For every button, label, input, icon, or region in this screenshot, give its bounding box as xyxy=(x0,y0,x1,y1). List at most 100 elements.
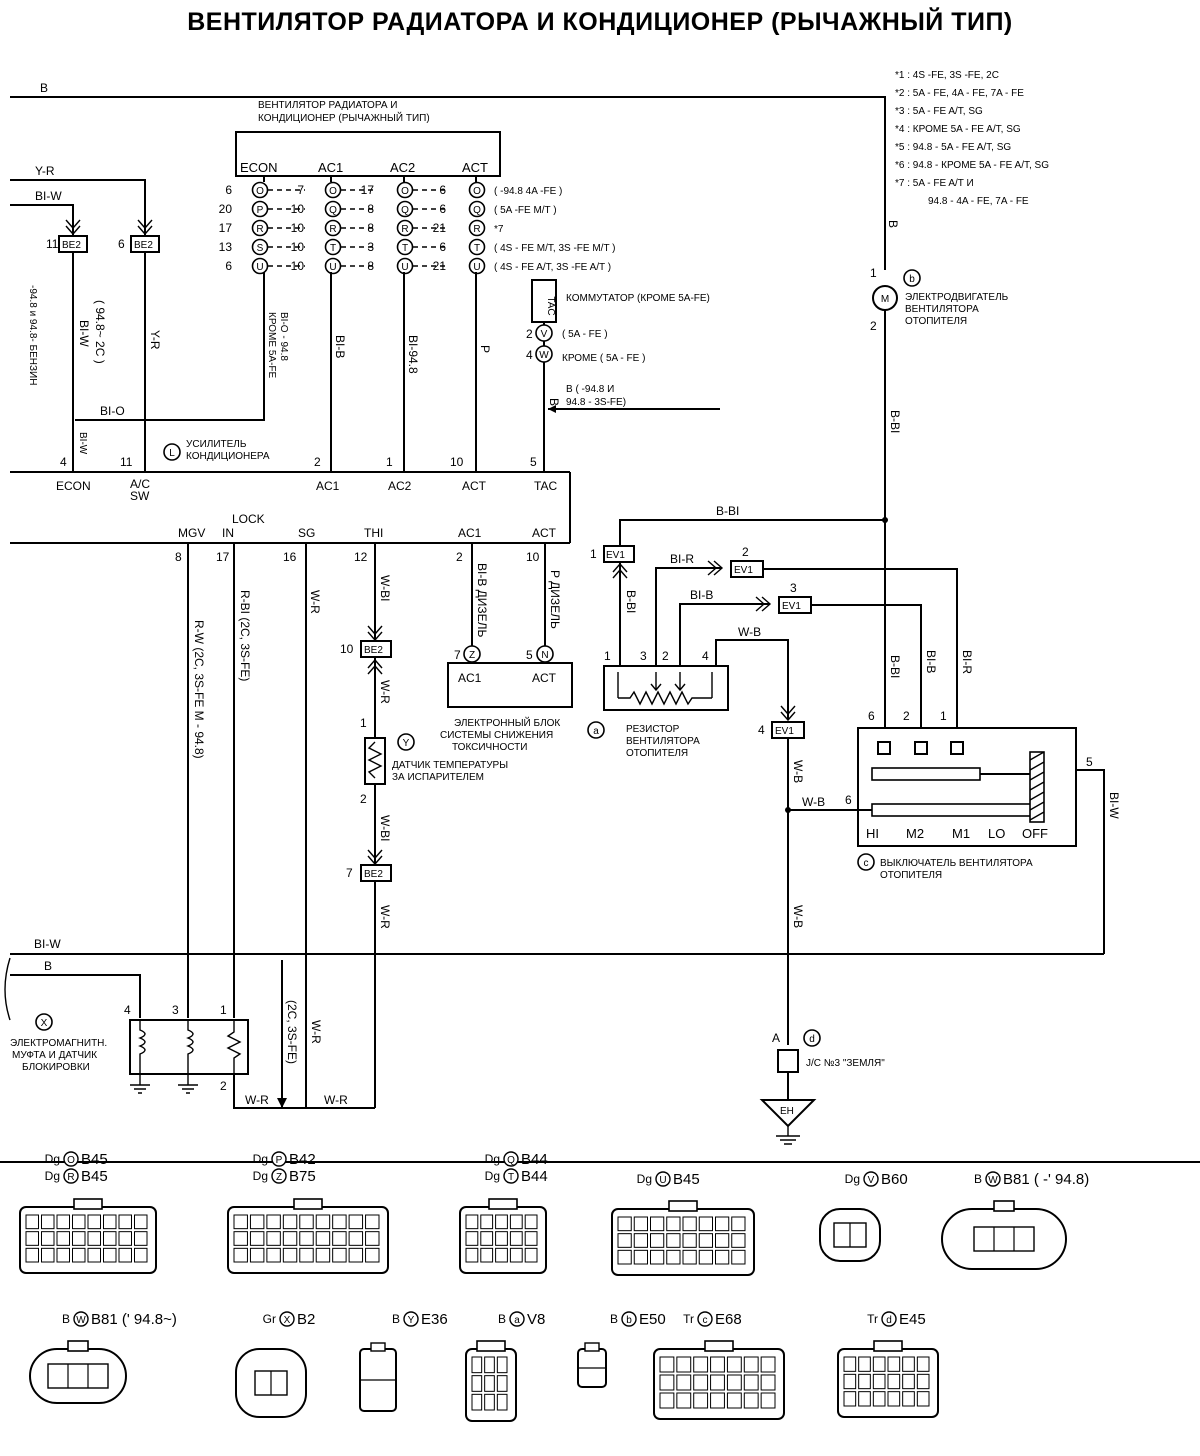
svg-text:10: 10 xyxy=(291,221,305,235)
svg-text:2: 2 xyxy=(220,1079,227,1093)
svg-text:7: 7 xyxy=(454,648,461,662)
svg-text:E68: E68 xyxy=(715,1311,742,1328)
svg-text:ECON: ECON xyxy=(240,160,278,175)
svg-text:MGV: MGV xyxy=(178,526,205,540)
svg-text:10: 10 xyxy=(291,240,305,254)
svg-text:BI-W: BI-W xyxy=(77,432,88,455)
svg-text:W-R: W-R xyxy=(378,905,392,929)
pin-table: ВЕНТИЛЯТОР РАДИАТОРА И КОНДИЦИОНЕР (РЫЧА… xyxy=(219,100,616,275)
svg-text:МУФТА И ДАТЧИК: МУФТА И ДАТЧИК xyxy=(12,1050,97,1061)
svg-text:BI-W: BI-W xyxy=(77,320,91,347)
svg-text:IN: IN xyxy=(222,526,234,540)
be2-connector-right: BE2 xyxy=(134,240,153,251)
svg-text:BI-94.8: BI-94.8 xyxy=(406,335,420,374)
amplifier-label: УСИЛИТЕЛЬ xyxy=(186,439,247,450)
svg-text:O: O xyxy=(401,186,409,197)
svg-text:10: 10 xyxy=(526,550,540,564)
svg-text:Dg: Dg xyxy=(485,1152,500,1166)
svg-text:6: 6 xyxy=(225,259,232,273)
svg-text:Q: Q xyxy=(507,1155,515,1166)
svg-text:17: 17 xyxy=(219,221,233,235)
svg-text:B ( -94.8 И: B ( -94.8 И xyxy=(566,384,614,395)
svg-text:c: c xyxy=(703,1315,708,1326)
svg-text:4: 4 xyxy=(758,723,765,737)
svg-text:1: 1 xyxy=(870,266,877,280)
svg-text:L: L xyxy=(169,448,175,459)
blower-switch: B-BI BI-B BI-R 6 2 1 HI M2 M1 LO OFF W-B… xyxy=(763,568,1121,954)
svg-text:B45: B45 xyxy=(673,1171,700,1188)
svg-text:U: U xyxy=(659,1175,666,1186)
svg-text:U: U xyxy=(329,262,336,273)
svg-text:BI-O: BI-O xyxy=(100,404,125,418)
svg-text:X: X xyxy=(41,1018,48,1029)
svg-text:O: O xyxy=(256,186,264,197)
svg-text:P ДИЗЕЛЬ: P ДИЗЕЛЬ xyxy=(548,570,562,629)
svg-text:( -94.8 4A -FE ): ( -94.8 4A -FE ) xyxy=(494,186,562,197)
svg-text:O: O xyxy=(67,1155,75,1166)
svg-text:B60: B60 xyxy=(881,1171,908,1188)
svg-text:17: 17 xyxy=(216,550,230,564)
svg-text:16: 16 xyxy=(283,550,297,564)
svg-text:5: 5 xyxy=(1086,755,1093,769)
svg-text:EV1: EV1 xyxy=(606,550,625,561)
svg-text:1: 1 xyxy=(590,547,597,561)
svg-text:B: B xyxy=(974,1172,982,1186)
wire-b-top: B B xyxy=(10,81,900,270)
svg-text:*7: *7 xyxy=(494,224,504,235)
svg-text:B: B xyxy=(44,959,52,973)
svg-text:SG: SG xyxy=(298,526,315,540)
svg-text:КРОМЕ 5A-FE: КРОМЕ 5A-FE xyxy=(266,312,277,379)
svg-text:B81 (' 94.8~): B81 (' 94.8~) xyxy=(91,1311,177,1328)
svg-text:E36: E36 xyxy=(421,1311,448,1328)
svg-text:b: b xyxy=(909,274,915,285)
svg-text:10: 10 xyxy=(291,202,305,216)
svg-text:R: R xyxy=(401,224,408,235)
svg-text:ОТОПИТЕЛЯ: ОТОПИТЕЛЯ xyxy=(880,870,942,881)
svg-text:4: 4 xyxy=(702,649,709,663)
svg-text:20: 20 xyxy=(219,202,233,216)
svg-text:2: 2 xyxy=(314,455,321,469)
svg-text:Dg: Dg xyxy=(637,1172,652,1186)
blower-switch-label: ВЫКЛЮЧАТЕЛЬ ВЕНТИЛЯТОРА xyxy=(880,858,1033,869)
svg-text:A/C: A/C xyxy=(130,477,150,491)
svg-text:Y: Y xyxy=(408,1315,415,1326)
svg-text:B-BI: B-BI xyxy=(888,655,902,678)
svg-text:1: 1 xyxy=(604,649,611,663)
svg-text:Dg: Dg xyxy=(485,1169,500,1183)
svg-text:N: N xyxy=(541,650,548,661)
evaporator-sensor: BE2 10 W-R 1 Y ДАТЧИК ТЕМПЕРАТУРЫ ЗА ИСП… xyxy=(340,625,508,1108)
svg-text:BI-W: BI-W xyxy=(34,937,61,951)
svg-text:W-B: W-B xyxy=(802,795,825,809)
clutch-label: ЭЛЕКТРОМАГНИТН. xyxy=(10,1038,107,1049)
svg-text:R-BI (2C, 3S-FE): R-BI (2C, 3S-FE) xyxy=(238,590,252,681)
svg-text:B81 ( -' 94.8): B81 ( -' 94.8) xyxy=(1003,1171,1089,1188)
svg-text:11: 11 xyxy=(120,455,133,469)
svg-text:W-R: W-R xyxy=(309,1020,323,1044)
svg-text:S: S xyxy=(257,243,264,254)
svg-text:Tr: Tr xyxy=(867,1312,878,1326)
svg-text:AC1: AC1 xyxy=(316,479,340,493)
svg-text:W-BI: W-BI xyxy=(378,815,392,841)
svg-text:TAC: TAC xyxy=(534,479,557,493)
svg-text:2: 2 xyxy=(456,550,463,564)
svg-text:W-R: W-R xyxy=(308,590,322,614)
svg-text:W-R: W-R xyxy=(245,1093,269,1107)
svg-text:AC2: AC2 xyxy=(390,160,415,175)
svg-text:2: 2 xyxy=(662,649,669,663)
svg-text:КОНДИЦИОНЕРА: КОНДИЦИОНЕРА xyxy=(186,451,270,462)
note-4: *4 : КРОМЕ 5A - FE A/T, SG xyxy=(895,124,1021,135)
svg-text:11: 11 xyxy=(46,237,59,251)
tac-label: КОММУТАТОР (КРОМЕ 5A-FE) xyxy=(566,293,710,304)
svg-text:R: R xyxy=(473,224,480,235)
svg-text:W-R: W-R xyxy=(324,1093,348,1107)
emission-ecu-label: ЭЛЕКТРОННЫЙ БЛОК xyxy=(454,716,560,729)
svg-text:3: 3 xyxy=(367,240,374,254)
svg-text:( 4S - FE M/T, 3S -FE M/T ): ( 4S - FE M/T, 3S -FE M/T ) xyxy=(494,243,616,254)
svg-text:R: R xyxy=(256,224,263,235)
svg-text:W-B: W-B xyxy=(791,905,805,928)
svg-text:AC1: AC1 xyxy=(458,526,482,540)
